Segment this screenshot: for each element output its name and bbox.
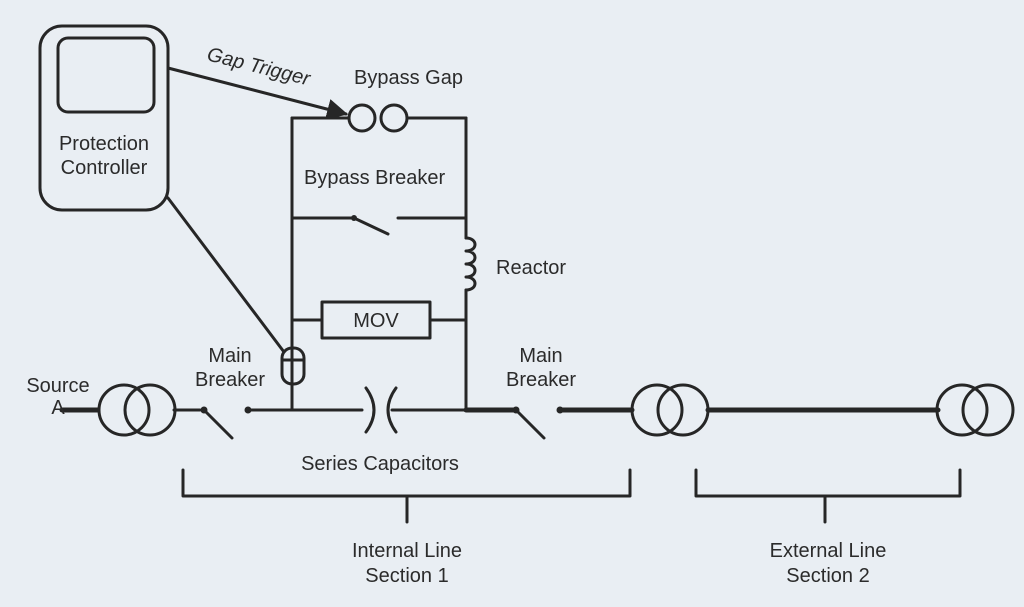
remote-transformer-symbol — [935, 383, 1015, 437]
mov-box — [320, 300, 432, 340]
series-capacitor-symbol — [364, 386, 398, 434]
main-breaker-left-symbol — [200, 406, 252, 440]
current-transformer-symbol — [280, 346, 306, 386]
external-section-bracket — [694, 468, 962, 498]
main-breaker-left-label-line2: Breaker — [195, 369, 265, 391]
main-breaker-right-symbol — [512, 406, 564, 440]
reactor-label: Reactor — [496, 257, 566, 279]
controller-screen — [56, 36, 156, 114]
bypass-gap-label: Bypass Gap — [354, 67, 463, 89]
controller-ct-link — [166, 196, 286, 354]
reactor-symbol — [464, 236, 477, 292]
main-breaker-right-label-line2: Breaker — [506, 369, 576, 391]
main-breaker-left-label-line1: Main — [208, 345, 251, 367]
external-section-label-line1: External Line — [770, 540, 887, 562]
series-capacitors-label: Series Capacitors — [301, 453, 459, 475]
protection-controller-label-line1: Protection — [59, 133, 149, 155]
gap-trigger-label: Gap Trigger — [205, 44, 314, 91]
internal-section-label-line1: Internal Line — [352, 540, 462, 562]
source-transformer-symbol — [97, 383, 177, 437]
bypass-breaker-label: Bypass Breaker — [304, 167, 446, 189]
source-label-line2: A — [51, 397, 65, 419]
bypass-breaker-symbol — [290, 215, 468, 236]
protection-controller: Protection Controller — [38, 24, 170, 212]
middle-transformer-symbol — [630, 383, 710, 437]
internal-section-label-line2: Section 1 — [365, 565, 448, 587]
source-label-line1: Source — [26, 375, 89, 397]
gap-trigger-arrow — [166, 66, 349, 120]
external-section-label-line2: Section 2 — [786, 565, 869, 587]
bypass-gap-symbol — [347, 103, 409, 133]
main-breaker-right-label-line1: Main — [519, 345, 562, 367]
mov-label: MOV — [353, 310, 399, 332]
protection-controller-label-line2: Controller — [61, 157, 148, 179]
